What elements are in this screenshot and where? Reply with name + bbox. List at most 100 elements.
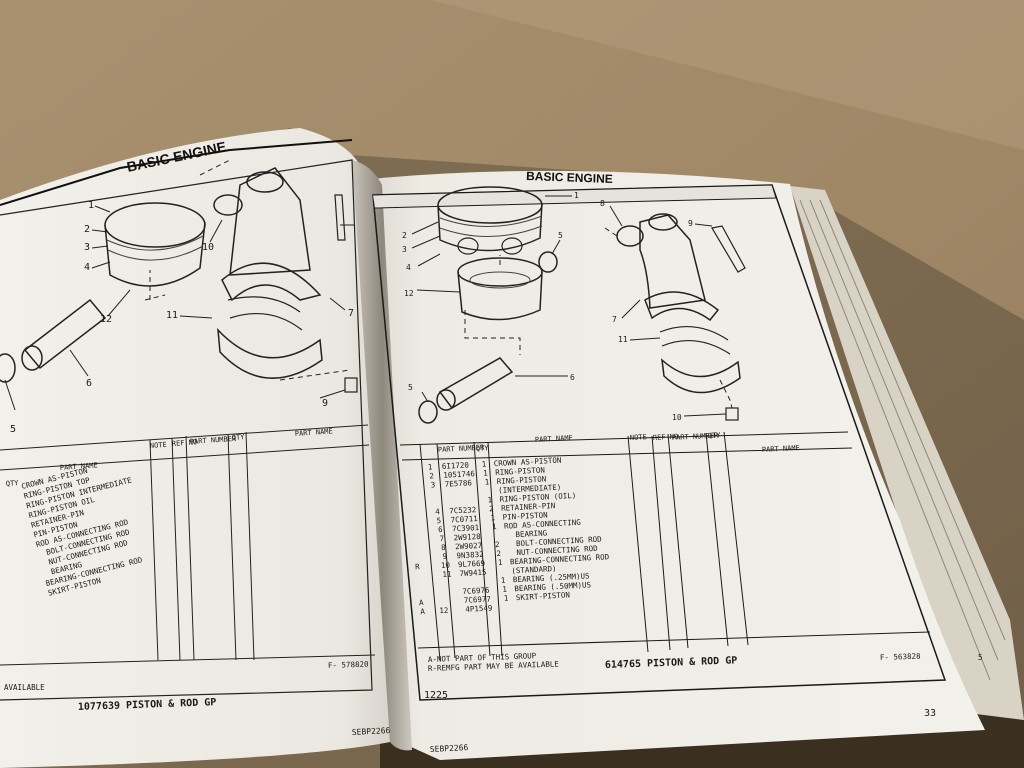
left-callout-12: 12 <box>100 314 112 325</box>
table-row: (INTERMEDIATE) <box>498 483 562 495</box>
svg-text:6: 6 <box>438 525 443 534</box>
right-callout-11: 11 <box>618 335 628 344</box>
left-th-ref: REF NO <box>172 438 198 448</box>
right-callout-10: 10 <box>672 413 682 422</box>
right-callout-3: 3 <box>402 245 407 254</box>
svg-text:1: 1 <box>490 513 495 522</box>
svg-text:RETAINER-PIN: RETAINER-PIN <box>501 501 556 513</box>
left-callout-1: 1 <box>88 200 94 211</box>
svg-text:12: 12 <box>439 606 448 615</box>
svg-text:RING-PISTON (OIL): RING-PISTON (OIL) <box>499 491 576 504</box>
right-callout-5b: 5 <box>408 383 413 392</box>
right-page-number: 33 <box>924 708 936 719</box>
svg-text:4: 4 <box>435 507 440 516</box>
svg-text:1: 1 <box>498 558 503 567</box>
page-stack-lines <box>799 199 1006 681</box>
right-group-title: 614765 PISTON & ROD GP <box>605 655 738 671</box>
left-retainer-ring <box>0 353 16 383</box>
svg-text:7: 7 <box>439 534 444 543</box>
box-edge <box>430 0 1024 150</box>
right-rod-cap <box>661 358 741 394</box>
left-callout-6: 6 <box>86 378 92 389</box>
right-callout-7: 7 <box>612 315 617 324</box>
right-edge-mark: 5 <box>978 653 983 662</box>
svg-text:A: A <box>419 598 424 607</box>
svg-text:(INTERMEDIATE): (INTERMEDIATE) <box>498 483 562 495</box>
svg-text:9L7669: 9L7669 <box>458 559 486 569</box>
right-callout-4: 4 <box>406 263 411 272</box>
svg-text:A: A <box>420 607 425 616</box>
left-callout-3: 3 <box>84 242 90 253</box>
svg-text:2: 2 <box>495 540 500 549</box>
svg-text:CROWN AS-PISTON: CROWN AS-PISTON <box>494 456 562 469</box>
svg-text:ROD AS-CONNECTING: ROD AS-CONNECTING <box>504 518 582 531</box>
page-stack-edge <box>790 186 1024 768</box>
left-callout-10: 10 <box>202 242 214 253</box>
svg-text:7C5232: 7C5232 <box>449 505 477 515</box>
svg-text:7C6976: 7C6976 <box>462 586 490 596</box>
svg-text:1: 1 <box>487 495 492 504</box>
left-piston-pin <box>23 298 107 370</box>
right-th-part-name: PART NAME <box>535 434 573 444</box>
left-callout-11: 11 <box>166 310 178 321</box>
svg-text:10: 10 <box>441 561 451 570</box>
right-section-title: BASIC ENGINE <box>526 169 613 186</box>
svg-text:4P1549: 4P1549 <box>465 603 493 613</box>
left-connecting-rod <box>229 167 311 276</box>
svg-text:7W9415: 7W9415 <box>459 568 487 578</box>
svg-text:7C3901: 7C3901 <box>452 523 480 533</box>
svg-text:5: 5 <box>436 516 441 525</box>
book-gutter <box>352 160 412 751</box>
svg-text:PIN-PISTON: PIN-PISTON <box>502 510 548 521</box>
svg-text:9N3832: 9N3832 <box>456 550 484 560</box>
svg-text:BEARING: BEARING <box>515 528 548 539</box>
svg-text:BEARING (.25MM)US: BEARING (.25MM)US <box>513 571 591 584</box>
right-retainer-ring-2 <box>418 400 438 424</box>
right-callout-5a: 5 <box>558 231 563 240</box>
svg-text:2W9027: 2W9027 <box>455 541 483 551</box>
svg-text:2: 2 <box>496 549 501 558</box>
left-available-note: AVAILABLE <box>4 683 45 692</box>
right-th-part-number: PART NUMBER <box>438 444 485 454</box>
left-form-number: SEBP2266 <box>352 726 391 737</box>
right-form-number: SEBP2266 <box>430 743 469 754</box>
right-figure-ref: F- 563828 <box>880 652 921 662</box>
left-th-qty2: QTY <box>232 433 246 442</box>
left-callout-5: 5 <box>10 424 16 435</box>
svg-text:1: 1 <box>484 477 489 486</box>
right-callout-12: 12 <box>404 289 414 298</box>
left-figure-ref: F- 578820 <box>328 660 369 670</box>
left-group-title: 1077639 PISTON & ROD GP <box>78 697 217 713</box>
svg-text:RING-PISTON: RING-PISTON <box>495 465 545 477</box>
left-rod-cap <box>217 327 323 379</box>
right-th-note: NOTE <box>630 433 647 442</box>
svg-text:SKIRT-PISTON: SKIRT-PISTON <box>516 590 571 602</box>
left-nut <box>344 377 358 393</box>
right-th-ref: REF NO <box>653 433 679 442</box>
right-page-content: BASIC ENGINE 1 2 <box>372 169 983 754</box>
svg-text:7C6977: 7C6977 <box>464 594 492 604</box>
left-callout-7: 7 <box>348 308 354 319</box>
right-rod-bolt <box>711 225 746 273</box>
right-page-left-num: 1225 <box>424 690 448 701</box>
right-callout-2: 2 <box>402 231 407 240</box>
svg-text:1051746: 1051746 <box>443 469 476 480</box>
left-callout-9: 9 <box>322 398 328 409</box>
left-page <box>0 128 390 768</box>
right-footnote-a: A-NOT PART OF THIS GROUP <box>428 651 537 664</box>
right-callout-8: 8 <box>600 199 605 208</box>
svg-text:11: 11 <box>442 569 451 578</box>
left-th-part-name: PART NAME <box>60 461 98 472</box>
right-th-qty: QTY <box>476 444 490 453</box>
right-piston-pin <box>438 357 514 409</box>
